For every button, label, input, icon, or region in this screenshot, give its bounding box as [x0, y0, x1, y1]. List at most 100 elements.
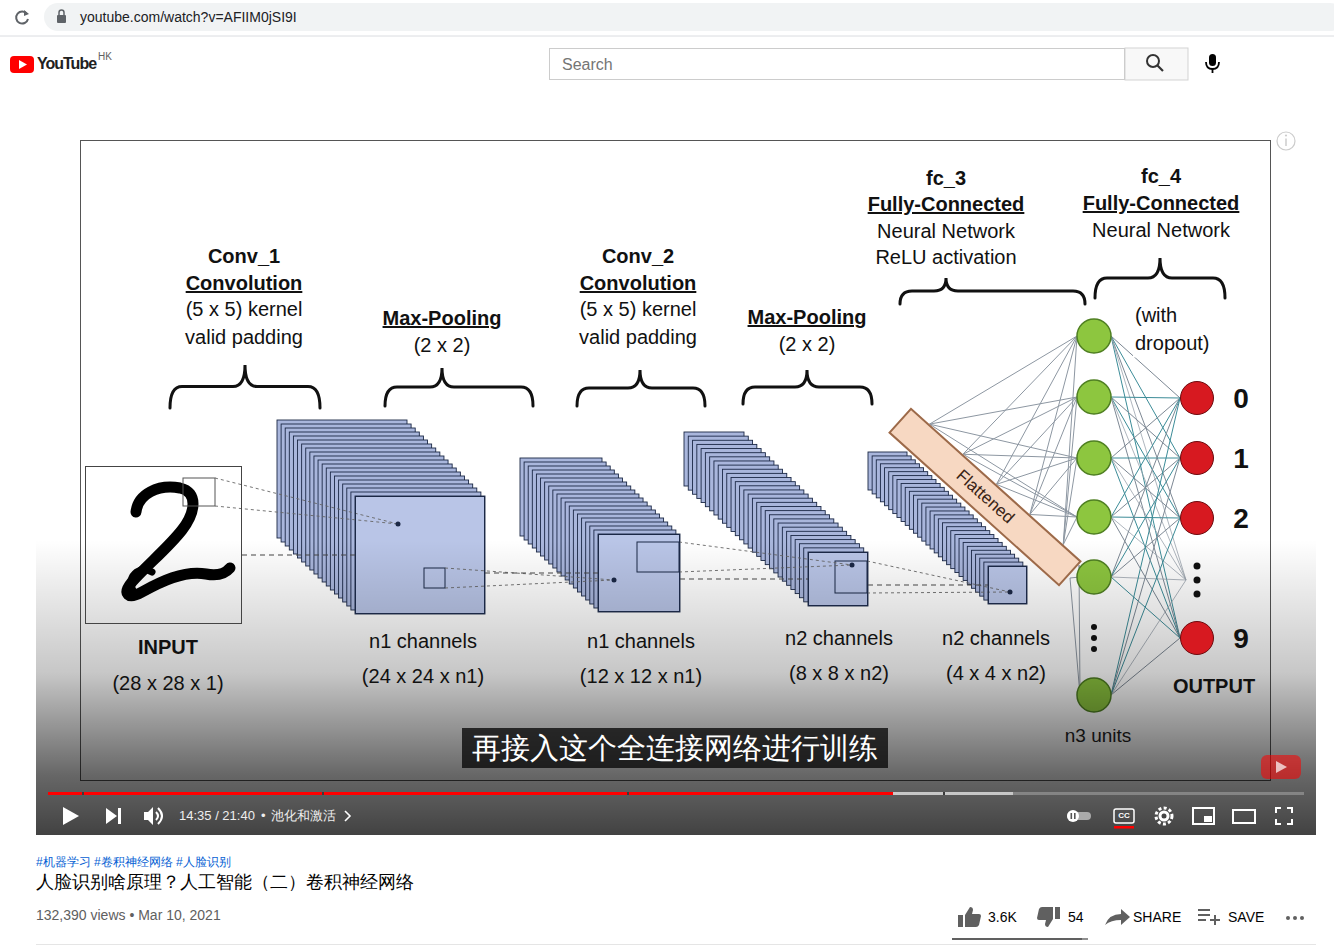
fc-connection	[996, 336, 1077, 484]
fc-connection	[996, 397, 1077, 484]
info-icon	[1277, 132, 1295, 150]
dashed-connector	[242, 554, 355, 555]
next-icon	[118, 808, 121, 824]
channel-count: n2 channels	[785, 626, 893, 650]
tensor-shape: (24 x 24 x n1)	[362, 664, 484, 688]
progress-track	[48, 792, 1304, 795]
autoplay-toggle	[1074, 813, 1076, 819]
time-display: 14:35 / 21:40	[179, 808, 255, 824]
layer-name: Conv_2	[602, 244, 674, 268]
chevron-icon	[345, 811, 350, 821]
tensor-shape: (28 x 28 x 1)	[112, 671, 223, 695]
fullscreen-icon	[1276, 808, 1292, 824]
settings-icon	[1156, 808, 1172, 824]
layer-type: Fully-Connected	[1083, 191, 1240, 215]
layer-type: Max-Pooling	[383, 306, 502, 330]
tensor-shape: (8 x 8 x n2)	[789, 661, 889, 685]
layer-type: Fully-Connected	[868, 192, 1025, 216]
dashed-connector	[680, 578, 808, 579]
feature-map-stack: n1 channels(12 x 12 x n1)	[598, 534, 680, 612]
fc-connection	[1030, 397, 1077, 514]
layer-parameter: (2 x 2)	[414, 333, 471, 357]
curly-brace	[1095, 258, 1225, 298]
bar-divider	[0, 36, 1334, 37]
save-icon	[1214, 915, 1216, 925]
class-digit: 9	[1233, 622, 1249, 656]
curly-brace	[385, 368, 533, 406]
curly-brace	[900, 278, 1085, 304]
site-logo-text: YouTube	[37, 54, 96, 73]
sentiment-bar	[952, 938, 1088, 940]
reload-icon	[24, 10, 29, 16]
video-frame	[36, 115, 1316, 835]
video-title: 人脸识别啥原理？人工智能（二）卷积神经网络	[36, 872, 414, 894]
layer-parameter: (2 x 2)	[779, 332, 836, 356]
volume-icon	[156, 808, 162, 824]
more-icon	[1300, 916, 1304, 920]
logo-icon	[10, 56, 34, 73]
layer-parameter: (5 x 5) kernel	[580, 297, 697, 321]
output-neuron: 2	[1180, 501, 1214, 535]
layer-name: Conv_1	[208, 244, 280, 268]
progress-played	[48, 792, 893, 795]
tensor-shape: (4 x 4 x n2)	[946, 661, 1046, 685]
search-placeholder: Search	[562, 55, 613, 74]
more-icon	[1286, 916, 1290, 920]
braces	[170, 258, 1225, 408]
class-digit: 0	[1233, 382, 1249, 416]
captions-icon	[1114, 809, 1134, 823]
logo-icon	[19, 60, 27, 69]
region-code: HK	[98, 51, 112, 63]
layer-parameter: Neural Network	[1092, 218, 1230, 242]
save-icon	[1198, 909, 1210, 911]
section-divider	[36, 944, 1316, 945]
curly-brace	[170, 365, 320, 408]
sentiment-bar	[952, 938, 1082, 940]
autoplay-toggle	[1071, 813, 1073, 819]
like-count: 3.6K	[988, 909, 1017, 926]
settings-icon	[1159, 811, 1170, 822]
captions-icon-text: CC	[1118, 811, 1130, 821]
miniplayer-icon	[1193, 808, 1214, 824]
receptive-field	[183, 478, 215, 506]
hidden-neuron	[1077, 380, 1111, 414]
autoplay-toggle	[1067, 810, 1079, 822]
settings-icon	[1162, 814, 1167, 819]
search-button	[1125, 48, 1188, 80]
fc-connection	[1030, 336, 1077, 514]
hidden-neuron	[1077, 319, 1111, 353]
fc-connection	[1111, 397, 1180, 518]
fc-connection	[1030, 514, 1077, 517]
layer-parameter: Neural Network	[877, 219, 1015, 243]
layer-size: n3 units	[1065, 725, 1132, 748]
chapter-title: 池化和激活	[271, 808, 336, 824]
fc-connection	[1063, 458, 1077, 545]
projection-dot	[396, 522, 401, 527]
fc-connection	[929, 336, 1077, 424]
fc-connection	[1063, 397, 1077, 545]
dislike-icon	[1037, 907, 1060, 927]
tensor-shape: (12 x 12 x n1)	[580, 664, 702, 688]
channel-count: n1 channels	[587, 629, 695, 653]
info-icon	[1285, 139, 1287, 147]
mic-icon	[1206, 62, 1219, 69]
layer-parameter: valid padding	[185, 325, 303, 349]
mic-icon	[1212, 69, 1214, 73]
view-count: 132,390 views • Mar 10, 2021	[36, 907, 221, 924]
lock-icon	[57, 15, 66, 23]
projection-line	[215, 478, 398, 524]
layer-parameter: ReLU activation	[875, 245, 1016, 269]
layer-name: fc_4	[1141, 164, 1181, 188]
play-icon	[63, 807, 79, 825]
layer-type: Convolution	[186, 271, 303, 295]
share-button-text: SHARE	[1133, 909, 1181, 926]
share-icon	[1105, 909, 1130, 925]
fc-connection	[1111, 398, 1180, 458]
search-icon	[1158, 66, 1164, 72]
projection-line	[215, 506, 398, 524]
chapter-gap	[943, 792, 945, 795]
curly-brace	[577, 370, 705, 406]
